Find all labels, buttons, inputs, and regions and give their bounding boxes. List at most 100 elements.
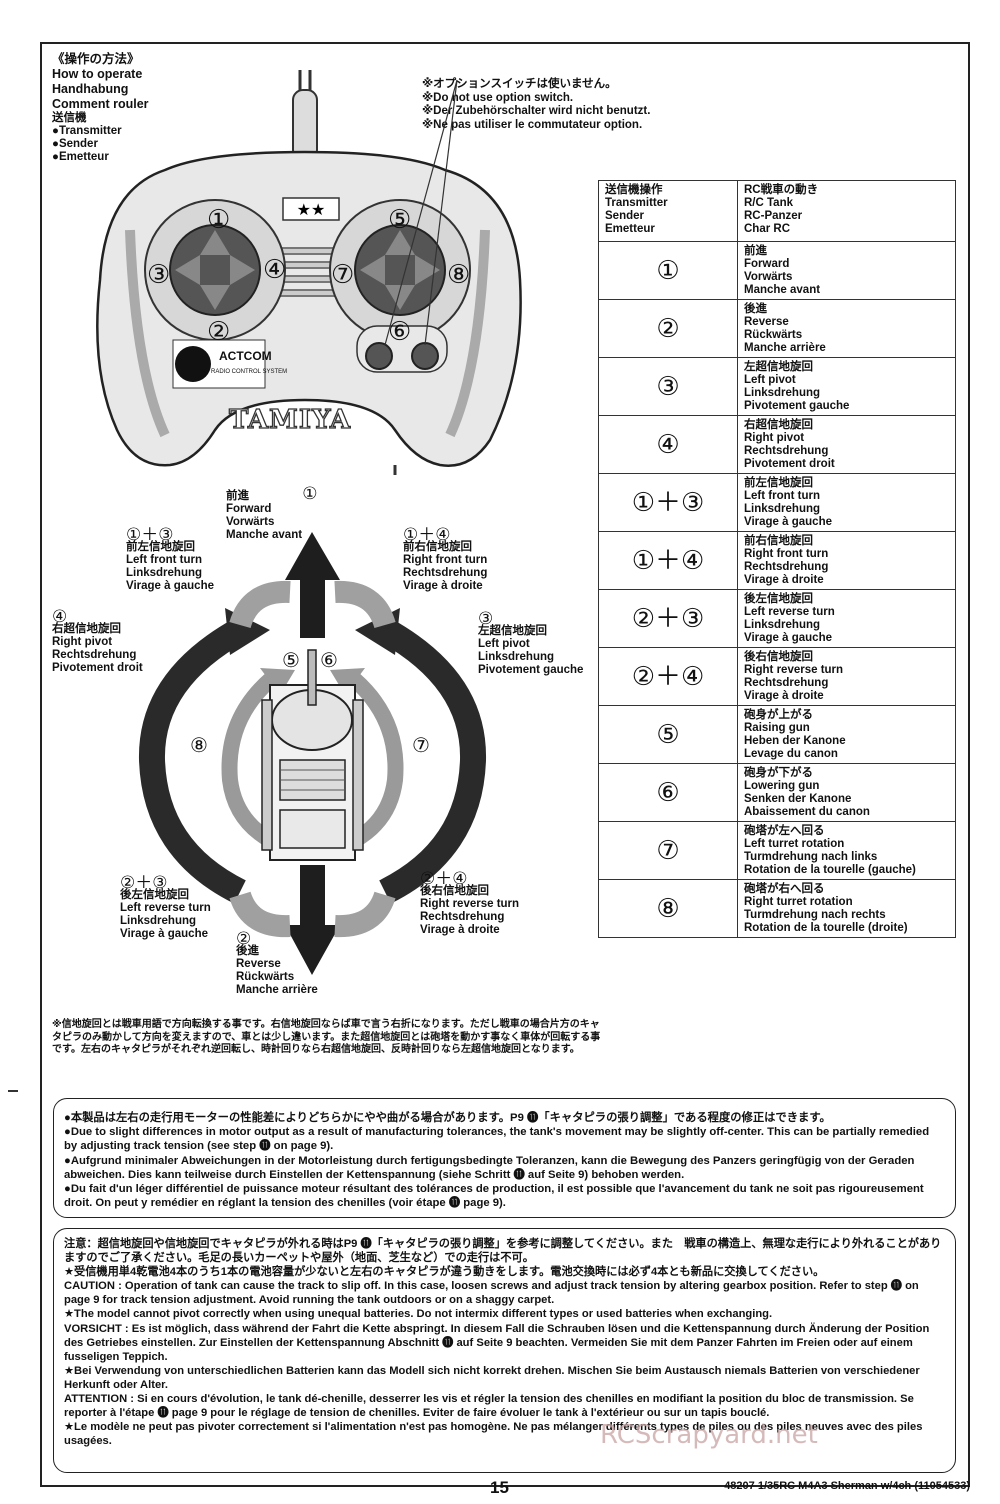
callout-8: ⑧ bbox=[447, 260, 470, 290]
actcom-subtext: RADIO CONTROL SYSTEM bbox=[211, 369, 287, 375]
operation-symbol: ④ bbox=[598, 415, 738, 474]
header-line: Comment rouler bbox=[52, 97, 149, 111]
pivot-left-arrow bbox=[378, 618, 487, 904]
rear-right-turn-arrow bbox=[334, 891, 396, 938]
notice-paragraph: ●Due to slight differences in motor outp… bbox=[64, 1126, 930, 1153]
movement-diagram: ⑧ ⑦ ⑤ ⑥ bbox=[138, 532, 487, 975]
tamiya-star-mark bbox=[282, 197, 340, 221]
front-right-turn-arrow bbox=[334, 580, 396, 629]
diagram-label-7: ⑦ bbox=[412, 733, 430, 757]
option-switch-note: ※オプションスイッチは使いません。 ※Do not use option swi… bbox=[422, 78, 650, 132]
rear-left-turn-arrow bbox=[229, 891, 291, 938]
operation-symbol: ⑧ bbox=[598, 879, 738, 938]
notice-paragraph: ●Du fait d'un léger différentiel de puis… bbox=[64, 1183, 924, 1210]
pointer-line bbox=[384, 79, 458, 346]
caution-paragraph: CAUTION : Operation of tank can cause th… bbox=[64, 1280, 919, 1307]
page-frame bbox=[40, 42, 970, 1487]
button-numbers: ① ② ③ ④ ⑤ ⑥ ⑦ ⑧ bbox=[147, 205, 470, 347]
callout-7: ⑦ bbox=[331, 260, 354, 290]
header-line: Handhabung bbox=[52, 82, 129, 96]
callout-1: ① bbox=[207, 205, 230, 235]
footer-product-code: 48207 1/35RC M4A3 Sherman w/4ch (1105453… bbox=[724, 1480, 970, 1492]
option-switch-left[interactable] bbox=[365, 342, 393, 370]
callout-5: ⑤ bbox=[388, 205, 411, 235]
note-line: ※Der Zubehörschalter wird nicht benutzt. bbox=[422, 105, 651, 117]
operation-symbol: ① bbox=[598, 241, 738, 300]
page-number: 15 bbox=[490, 1478, 509, 1497]
front-left-turn-arrow bbox=[229, 580, 291, 629]
operation-symbol: ② bbox=[598, 299, 738, 358]
note-line: ※Do not use option switch. bbox=[422, 91, 574, 104]
callout-3: ③ bbox=[147, 260, 170, 290]
diagram-label-6: ⑥ bbox=[320, 648, 338, 672]
caution-paragraph: ★受信機用単4乾電池4本のうち1本の電池容量が少ないと左右のキャタピラが違う動き… bbox=[64, 1266, 825, 1279]
bullet-line: 送信機 bbox=[52, 112, 87, 124]
notice-paragraph: ●Aufgrund minimaler Abweichungen in der … bbox=[64, 1154, 915, 1181]
operation-symbol: ②＋④ bbox=[598, 647, 738, 706]
turret-right-arrow bbox=[221, 674, 276, 847]
transmitter-illustration: ★★ ACTCOM RADIO CONTROL SYSTEM TAMIYA ① … bbox=[96, 70, 522, 475]
header-line: How to operate bbox=[52, 67, 143, 81]
caution-paragraph: ATTENTION : Si en cours d'évolution, le … bbox=[64, 1393, 914, 1420]
header-line: 《操作の方法》 bbox=[52, 52, 140, 66]
operation-symbol: ⑦ bbox=[598, 821, 738, 880]
bullet-line: ●Emetteur bbox=[52, 151, 109, 163]
caution-paragraph: 注意：超信地旋回や信地旋回でキャタピラが外れる時はP9 ⓫「キャタピラの張り調整… bbox=[64, 1238, 942, 1265]
callout-4: ④ bbox=[263, 255, 286, 285]
actcom-text: ACTCOM bbox=[219, 349, 272, 363]
option-switch-right[interactable] bbox=[411, 342, 439, 370]
gun-barrel bbox=[307, 649, 317, 706]
bullet-line: ●Sender bbox=[52, 138, 98, 150]
note-line: ※Ne pas utiliser le commutateur option. bbox=[422, 118, 643, 131]
star-glyphs: ★★ bbox=[297, 200, 326, 219]
diagram-label-5: ⑤ bbox=[282, 648, 300, 672]
operation-symbol: ①＋④ bbox=[598, 531, 738, 590]
forward-arrow bbox=[285, 532, 340, 638]
pivot-footnote: ※信地旋回とは戦車用語で方向転換する事です。右信地旋回ならば車で言う右折になりま… bbox=[52, 1019, 601, 1055]
caution-paragraph: ★The model cannot pivot correctly when u… bbox=[64, 1308, 773, 1321]
operation-symbol: ③ bbox=[598, 357, 738, 416]
right-stick[interactable] bbox=[329, 199, 471, 341]
notice-paragraph: ●本製品は左右の走行用モーターの性能差によりどちらかにやや曲がる場合があります。… bbox=[64, 1112, 831, 1124]
callout-2: ② bbox=[207, 317, 230, 347]
reverse-arrow bbox=[285, 865, 340, 975]
operation-symbol: ⑥ bbox=[598, 763, 738, 822]
left-stick[interactable] bbox=[144, 199, 286, 341]
callout-6: ⑥ bbox=[388, 317, 411, 347]
note-line: ※オプションスイッチは使いません。 bbox=[422, 78, 617, 90]
operation-symbol: ②＋③ bbox=[598, 589, 738, 648]
edge-mark bbox=[8, 1090, 18, 1092]
turret-left-arrow bbox=[349, 674, 404, 847]
tank-illustration bbox=[261, 649, 364, 861]
pivot-right-arrow bbox=[138, 618, 247, 904]
tamiya-logo: TAMIYA bbox=[229, 405, 351, 435]
